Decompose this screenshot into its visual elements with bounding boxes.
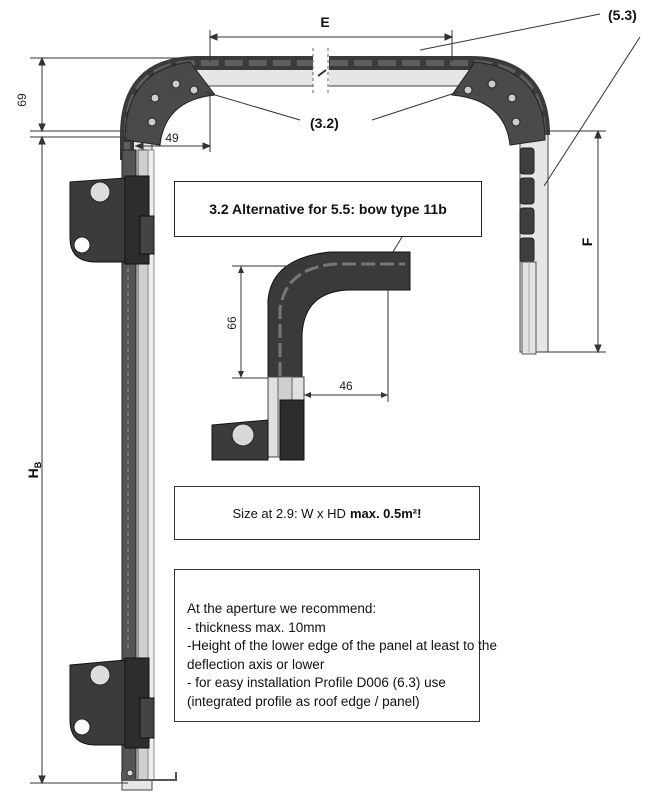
dim-label-HB-sub: B [33, 461, 43, 468]
recommendation-line: -Height of the lower edge of the panel a… [187, 638, 497, 653]
main-bow [120, 48, 550, 791]
alternative-bow-callout: 3.2 Alternative for 5.5: bow type 11b [174, 181, 482, 237]
recommendation-line: - thickness max. 10mm [187, 619, 326, 635]
dim-label-46: 46 [339, 379, 353, 393]
size-note-bold: max. 0.5m²! [349, 505, 422, 521]
ref-label-3-2: (3.2) [310, 115, 339, 131]
recommendation-line: At the aperture we recommend: [187, 601, 377, 616]
dim-label-E: E [320, 14, 329, 30]
dim-label-HB-main: H [25, 468, 41, 478]
size-note-prefix: Size at 2.9: W x HD [232, 505, 346, 521]
ref-label-5-3: (5.3) [608, 7, 637, 23]
alternative-bow-text: 3.2 Alternative for 5.5: bow type 11b [209, 201, 447, 217]
left-rail [69, 149, 177, 781]
dim-label-HB: HB [25, 461, 43, 478]
dim-label-69: 69 [15, 93, 29, 107]
recommendation-box: At the aperture we recommend: - thicknes… [174, 569, 497, 722]
recommendation-line: (integrated profile as roof edge / panel… [187, 693, 420, 709]
dimension-lines [30, 13, 641, 785]
dim-label-F: F [579, 237, 595, 246]
recommendation-line: deflection axis or lower [187, 656, 325, 672]
detail-bow-11b [211, 251, 411, 461]
recommendation-line: - for easy installation Profile D006 (6.… [187, 675, 446, 690]
dim-label-66: 66 [225, 316, 239, 330]
right-profile [521, 261, 537, 355]
dim-label-49: 49 [165, 131, 179, 145]
